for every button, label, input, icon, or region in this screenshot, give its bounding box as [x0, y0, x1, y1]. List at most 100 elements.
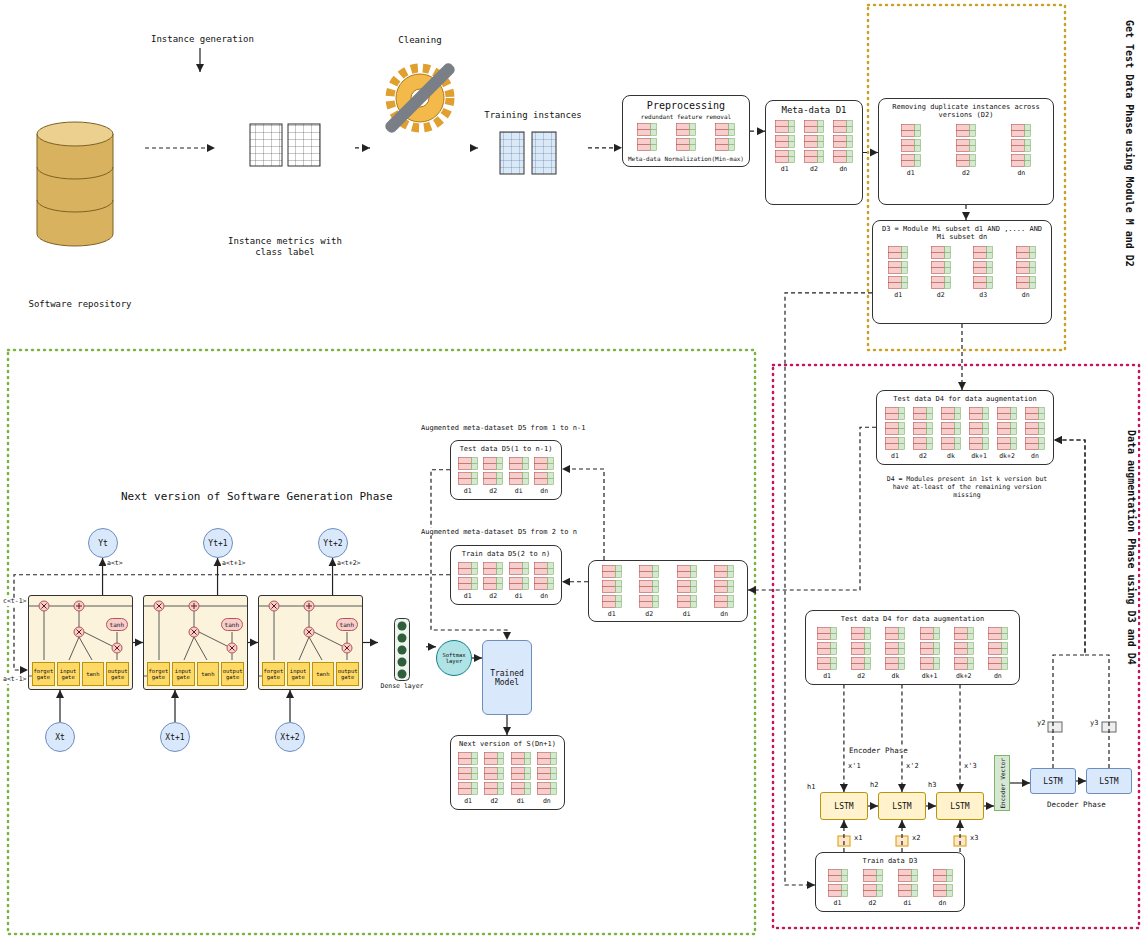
node-text: Cleaning: [398, 35, 441, 46]
gate-box: input gate: [57, 662, 80, 686]
column-label: di: [515, 488, 523, 495]
column-label: dn: [839, 166, 847, 173]
data-box: D3 = Module Mi subset d1 AND ,.... AND M…: [872, 220, 1052, 324]
mini-matrix: [817, 627, 837, 671]
column-label: dk: [947, 453, 955, 460]
lstm-box: LSTM: [878, 792, 926, 820]
connector: [785, 293, 872, 885]
column-label: dn: [994, 673, 1002, 680]
mini-matrix: [637, 123, 657, 152]
connector: [843, 685, 844, 792]
node-text: LSTM: [834, 802, 853, 811]
free-label: y2: [1036, 719, 1046, 727]
box-title: Train data D5(2 to n): [455, 550, 557, 558]
database-icon: [37, 122, 113, 246]
data-box: Test data D4 for data augmentationd1d2dk…: [805, 610, 1020, 685]
dense-layer: Dense layer: [378, 618, 426, 690]
column-label: dk: [891, 673, 899, 680]
gate-box: input gate: [172, 662, 195, 686]
model-box: Trained Model: [482, 640, 532, 715]
mini-matrix: [888, 246, 908, 290]
mini-matrix: [534, 562, 554, 591]
connector: [588, 147, 622, 148]
data-box: d1d2didn: [588, 560, 748, 622]
data-box: Test data D4 for data augmentationd1d2dk…: [876, 390, 1054, 465]
free-label: a<t-1>: [2, 676, 27, 684]
column-label: d1: [834, 900, 842, 907]
connector: [217, 558, 218, 595]
gate-box: input gate: [287, 662, 310, 686]
free-label: Data augmentation Phase using D3 and D4: [1124, 430, 1138, 665]
mini-matrix: [833, 120, 853, 164]
box-title: Train data D3: [820, 857, 960, 865]
mini-matrix: [885, 627, 905, 671]
io-circle: Yt+1: [203, 528, 233, 558]
free-label: Get Test Data Phase using Module M and D…: [1122, 20, 1136, 267]
icon-node: Training instances: [478, 110, 588, 180]
column-label: dk+2: [999, 453, 1015, 460]
free-label: Augmented meta-dataset D5 from 2 to n: [420, 528, 578, 536]
mini-matrix: [954, 627, 974, 671]
connector: [332, 558, 333, 595]
connector: [133, 642, 143, 643]
node-text: Xt: [55, 733, 65, 742]
step-text: redundant feature removal: [628, 113, 744, 120]
column-label: d1: [464, 593, 472, 600]
column-label: d2: [810, 166, 818, 173]
node-text: Instance metrics with class label: [215, 236, 355, 259]
box-title: D3 = Module Mi subset d1 AND ,.... AND M…: [877, 225, 1047, 242]
tanh-circle: tanh: [336, 618, 358, 631]
io-circle: Xt: [45, 722, 75, 752]
node-text: Xt+1: [165, 733, 184, 742]
column-label: d2: [645, 611, 653, 618]
column-label: d1: [464, 798, 472, 805]
lstm-box: LSTM: [936, 792, 984, 820]
lstm-cell: forget gateinput gatetanhoutput gatetanh: [143, 595, 248, 690]
connector: [355, 147, 370, 148]
output-box: [1048, 722, 1116, 732]
free-label: x3: [969, 834, 979, 842]
gate-box: forget gate: [147, 662, 170, 686]
node-text: Yt+2: [323, 539, 342, 548]
box-title: Test data D5(1 to n-1): [455, 445, 557, 453]
mini-matrix: [851, 627, 871, 671]
mini-matrix: [1011, 124, 1031, 168]
column-label: d1: [891, 453, 899, 460]
mini-matrix: [639, 565, 659, 609]
gate-box: forget gate: [262, 662, 285, 686]
mini-matrix: [677, 565, 697, 609]
free-label: Instance generation: [150, 34, 255, 45]
connector: [562, 581, 588, 582]
free-label: Encoder Phase: [848, 746, 909, 755]
connector: [901, 685, 902, 792]
free-label: c<t-1>: [2, 598, 27, 606]
mini-matrix: [863, 869, 883, 898]
phase-region: [868, 5, 1065, 350]
connector: [868, 805, 878, 806]
column-label: dn: [543, 798, 551, 805]
mini-matrix: [997, 407, 1017, 451]
lstm-box: LSTM: [820, 792, 868, 820]
gate-box: forget gate: [32, 662, 55, 686]
free-label: x1: [853, 834, 863, 842]
mini-matrix: [920, 627, 940, 671]
mini-matrix: [828, 869, 848, 898]
free-label: a<t>: [106, 560, 124, 568]
instances-icon: [500, 132, 556, 174]
mini-matrix: [537, 752, 557, 796]
column-label: d1: [823, 673, 831, 680]
free-label: x'2: [905, 762, 920, 770]
mini-matrix: [885, 407, 905, 451]
column-label: dn: [720, 611, 728, 618]
table-icon: [250, 124, 320, 166]
free-label: x2: [911, 834, 921, 842]
mini-matrix: [676, 123, 696, 152]
connector: [926, 805, 936, 806]
column-label: d1: [781, 166, 789, 173]
connector: [1076, 780, 1086, 781]
connector: [470, 147, 478, 148]
box-title: Preprocessing: [628, 100, 744, 111]
mini-matrix: [602, 565, 622, 609]
free-label: h2: [869, 781, 879, 789]
column-label: d2: [489, 593, 497, 600]
